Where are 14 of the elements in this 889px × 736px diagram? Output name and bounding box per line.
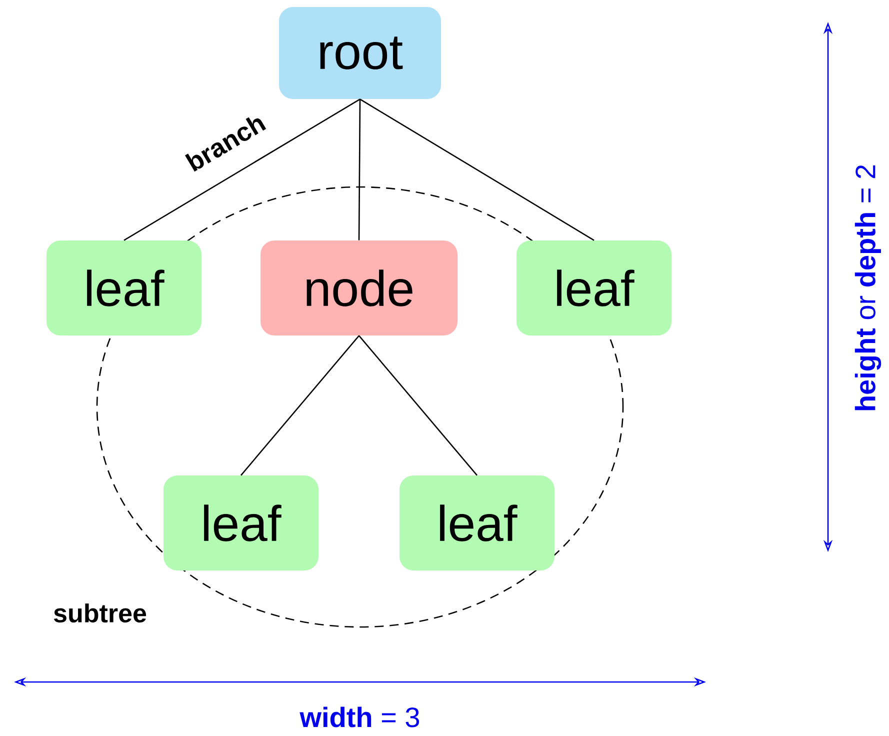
branch-line — [358, 99, 361, 240]
branch-line — [240, 335, 360, 476]
leaf-box: leaf — [516, 240, 672, 336]
root-box: root — [279, 7, 441, 99]
subtree-label: subtree — [54, 603, 146, 623]
leaf-box: leaf — [164, 475, 318, 570]
branch-line — [360, 98, 594, 241]
dimension-label: height or depth = 2 — [854, 165, 882, 410]
dimension-label: width = 3 — [300, 706, 420, 728]
node-box: node — [260, 240, 458, 336]
leaf-box: leaf — [46, 240, 202, 336]
leaf-box: leaf — [400, 475, 554, 570]
branch-line — [358, 335, 478, 476]
branch-line — [124, 98, 360, 241]
